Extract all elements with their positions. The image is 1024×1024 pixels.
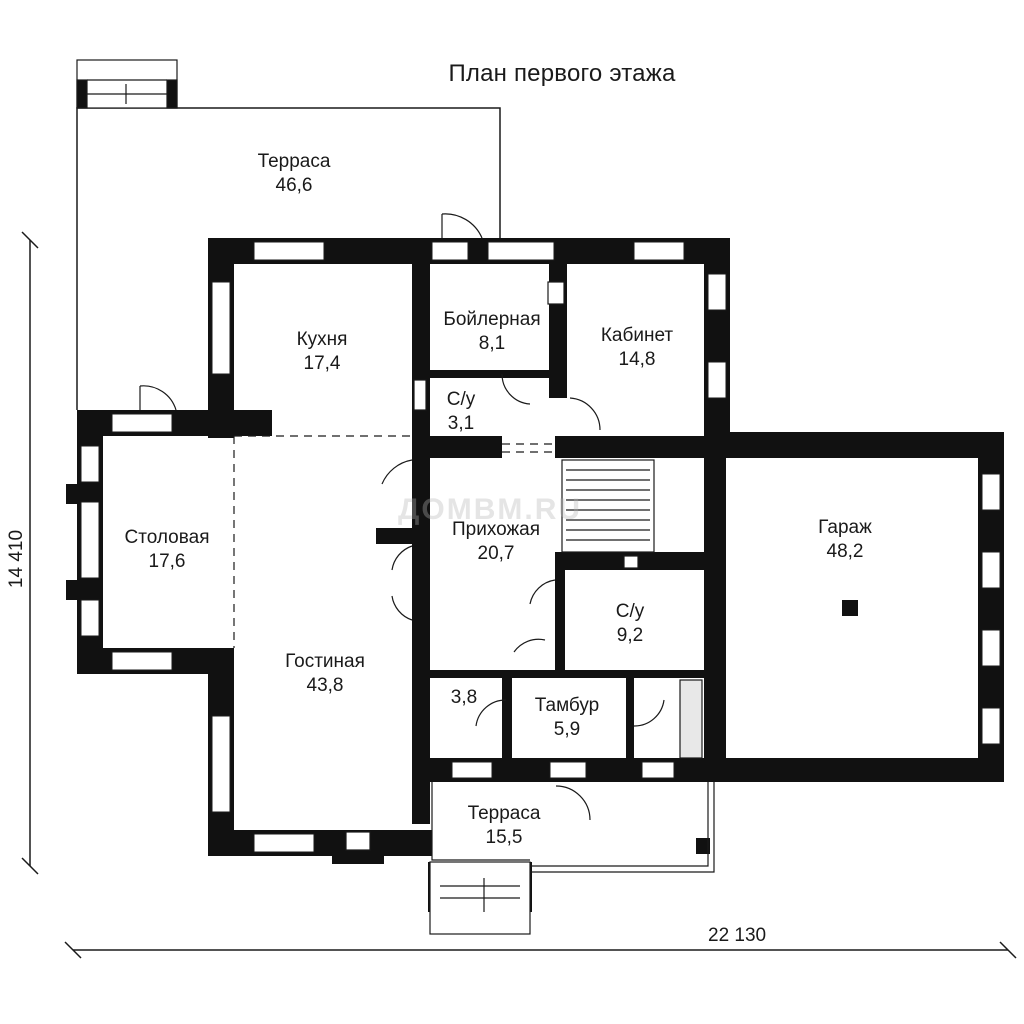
doors-and-stairs — [76, 59, 715, 935]
room-closet: 3,8 — [451, 686, 477, 710]
dim-tick — [21, 231, 39, 249]
room-name: Столовая — [124, 527, 210, 548]
room-name: Кабинет — [600, 325, 674, 346]
fixtures — [345, 281, 639, 851]
page-title: План первого этажа — [448, 60, 676, 87]
room-name: Бойлерная — [443, 309, 541, 330]
room-area: 3,8 — [450, 687, 478, 708]
room-name: Терраса — [257, 151, 331, 172]
room-area: 14,8 — [618, 349, 656, 370]
room-boiler: Бойлерная 8,1 — [443, 308, 540, 356]
room-name: С/у — [615, 601, 645, 622]
room-area: 3,1 — [447, 413, 475, 434]
room-wc-big: С/у 9,2 — [616, 600, 645, 648]
room-name: Кухня — [296, 329, 348, 350]
room-name: Гостиная — [285, 651, 365, 672]
room-area: 5,9 — [553, 719, 581, 740]
room-name: Тамбур — [534, 695, 600, 716]
room-vestibule: Тамбур 5,9 — [535, 694, 600, 742]
room-name: Гараж — [818, 517, 872, 538]
room-area: 17,4 — [303, 353, 341, 374]
room-area: 8,1 — [478, 333, 506, 354]
room-area: 46,6 — [275, 175, 313, 196]
room-area: 17,6 — [148, 551, 186, 572]
dim-tick — [21, 857, 39, 875]
room-living: Гостиная 43,8 — [285, 650, 365, 698]
room-hall: Прихожая 20,7 — [452, 518, 540, 566]
room-terrace-top: Терраса 46,6 — [258, 150, 331, 198]
room-name: Терраса — [467, 803, 541, 824]
room-area: 48,2 — [826, 541, 864, 562]
room-area: 20,7 — [477, 543, 515, 564]
terrace-top-outline — [76, 107, 501, 410]
room-name: С/у — [446, 389, 476, 410]
windows — [80, 241, 1001, 853]
room-terrace-bottom: Терраса 15,5 — [468, 802, 541, 850]
dim-tick — [64, 941, 82, 959]
room-area: 43,8 — [306, 675, 344, 696]
room-garage: Гараж 48,2 — [818, 516, 872, 564]
width-dimension-label: 22 130 — [708, 925, 767, 946]
dim-tick — [999, 941, 1017, 959]
watermark: ДОМВМ.RU — [398, 493, 583, 526]
room-area: 15,5 — [485, 827, 523, 848]
room-dining: Столовая 17,6 — [125, 526, 210, 574]
height-dimension-label: 14 410 — [6, 529, 28, 589]
room-name: Прихожая — [451, 519, 541, 540]
room-area: 9,2 — [616, 625, 644, 646]
room-office: Кабинет 14,8 — [601, 324, 673, 372]
room-kitchen: Кухня 17,4 — [297, 328, 348, 376]
room-wc-small: С/у 3,1 — [447, 388, 476, 436]
